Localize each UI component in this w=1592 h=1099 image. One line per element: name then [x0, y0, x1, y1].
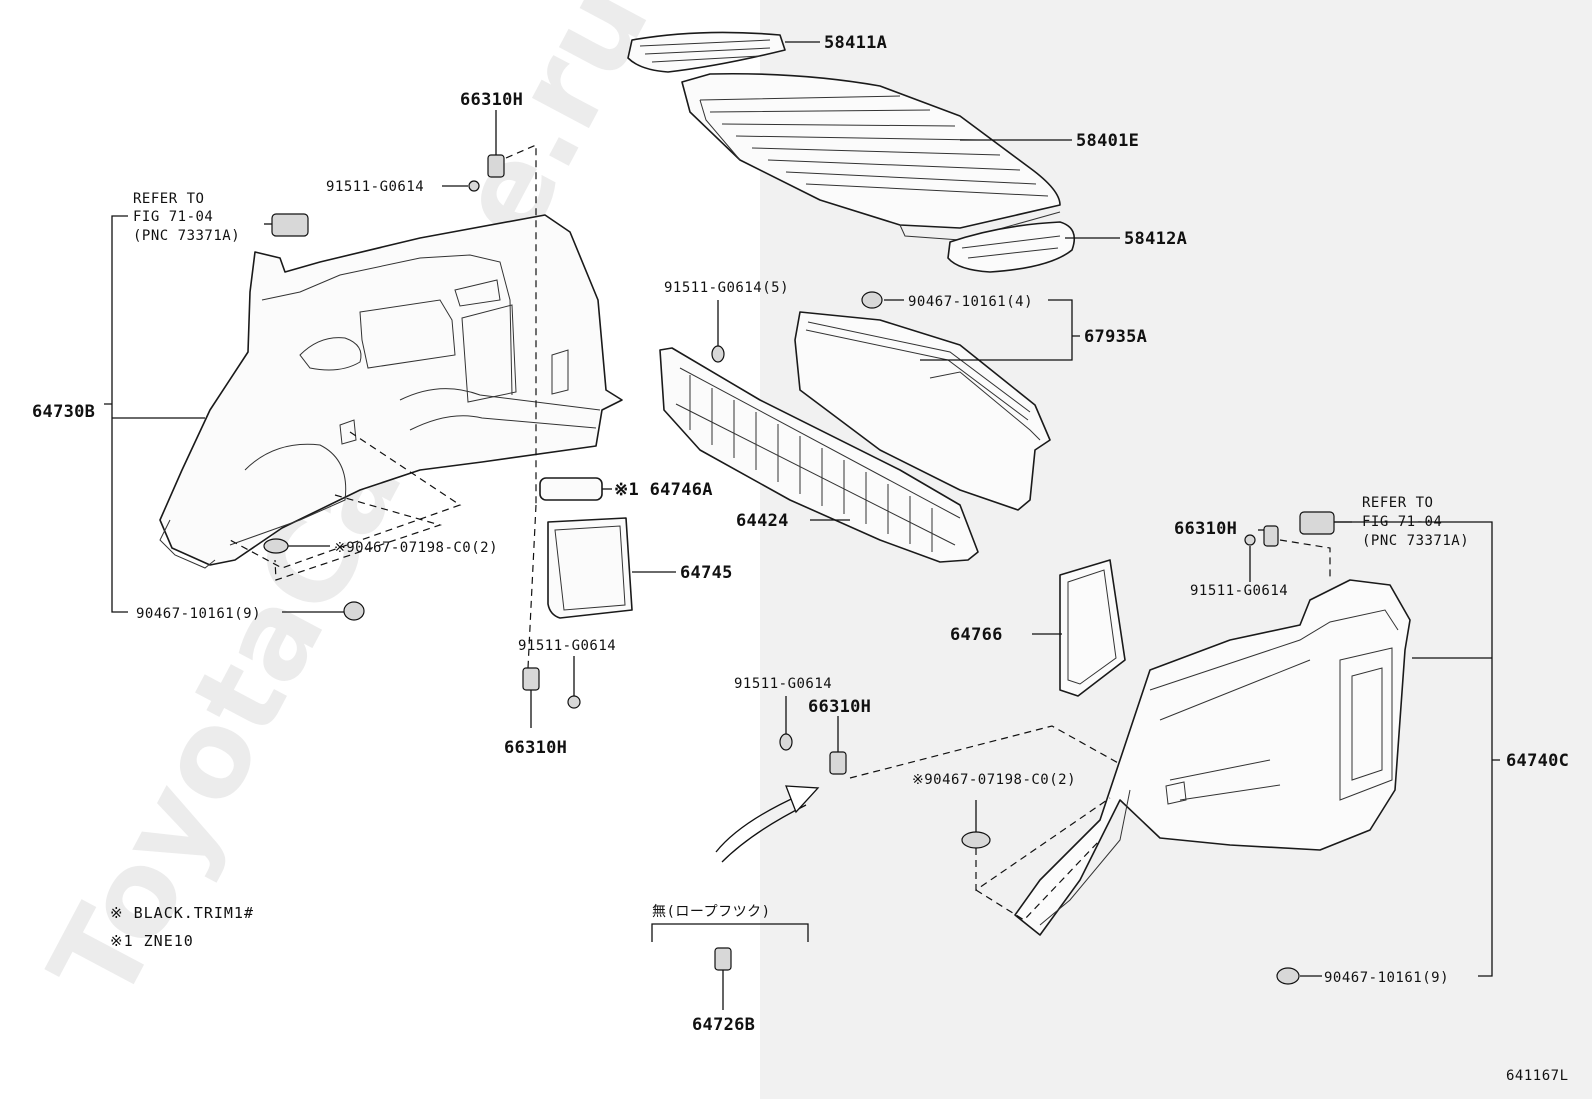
dash-right-3 [975, 797, 1111, 921]
label-64424: 64424 [736, 511, 789, 531]
part-64745 [547, 517, 633, 619]
clip-90467-07198-left [263, 538, 289, 554]
note-zne10: ※1 ZNE10 [110, 932, 194, 950]
part-64740C [1014, 579, 1411, 936]
clip-66310H-top [487, 154, 505, 178]
clip-66310H-right [1263, 525, 1279, 547]
label-90467-07198-left: ※90467-07198-C0(2) [334, 540, 498, 556]
bracket-67935A [920, 299, 1080, 361]
clip-66310H-mid [522, 667, 540, 691]
diagram-id: 641167L [1506, 1068, 1569, 1084]
label-refer-left-3: (PNC 73371A) [133, 228, 240, 244]
ref-bracket-right [1299, 511, 1335, 535]
label-91511-5: 91511-G0614(5) [664, 280, 789, 296]
label-64746A: ※1 64746A [614, 480, 713, 500]
label-refer-left-2: FIG 71-04 [133, 209, 213, 225]
bracket-64730B [104, 215, 205, 613]
label-rope-hook: 無(ロープフツク) [652, 904, 771, 920]
watermark: ToyotaCarLine.ru [23, 0, 676, 1023]
note-black-trim: ※ BLACK.TRIM1# [110, 904, 254, 922]
label-90467-10161-right: 90467-10161(9) [1324, 970, 1449, 986]
clip-90467-10161-left [343, 601, 365, 621]
label-90467-07198-right: ※90467-07198-C0(2) [912, 772, 1076, 788]
dash-left-2 [229, 431, 462, 569]
label-66310H-right: 66310H [1174, 519, 1237, 539]
label-90467-4: 90467-10161(4) [908, 294, 1033, 310]
clip-66310H-low [829, 751, 847, 775]
label-91511-low: 91511-G0614 [734, 676, 832, 692]
ref-bracket-left [271, 213, 309, 237]
label-91511-mid: 91511-G0614 [518, 638, 616, 654]
dash-right-1 [1279, 539, 1331, 580]
label-64745: 64745 [680, 563, 733, 583]
part-67935A [794, 311, 1051, 511]
label-58401E: 58401E [1076, 131, 1139, 151]
label-91511-right: 91511-G0614 [1190, 583, 1288, 599]
label-58411A: 58411A [824, 33, 887, 53]
label-refer-right-2: FIG 71-04 [1362, 514, 1442, 530]
label-64726B: 64726B [692, 1015, 755, 1035]
clip-90467-10161-right [1276, 967, 1300, 985]
part-64730B [159, 214, 623, 569]
clip-91511-5 [711, 345, 725, 363]
dash-left-3 [274, 494, 443, 581]
part-64726B [714, 947, 732, 971]
label-67935A: 67935A [1084, 327, 1147, 347]
part-58401E [681, 72, 1061, 241]
label-64740C: 64740C [1506, 751, 1569, 771]
part-58411A [627, 31, 786, 73]
bracket-64740C [1334, 521, 1500, 977]
label-64766: 64766 [950, 625, 1003, 645]
screw-91511-low [779, 733, 793, 751]
label-90467-10161-left: 90467-10161(9) [136, 606, 261, 622]
dash-right-2 [849, 725, 1121, 779]
direction-arrowhead [785, 785, 820, 814]
label-91511-top: 91511-G0614 [326, 179, 424, 195]
bracket-rope-hook [651, 923, 809, 942]
label-58412A: 58412A [1124, 229, 1187, 249]
part-64746A [539, 477, 603, 501]
label-refer-left-1: REFER TO [133, 191, 204, 207]
screw-91511-top [468, 180, 480, 192]
dash-left-1 [505, 144, 537, 669]
clip-90467-07198-right [961, 831, 991, 849]
part-58412A [947, 221, 1076, 273]
label-66310H-top: 66310H [460, 90, 523, 110]
part-64424 [659, 347, 979, 563]
label-refer-right-1: REFER TO [1362, 495, 1433, 511]
label-66310H-mid: 66310H [504, 738, 567, 758]
screw-91511-right [1244, 534, 1256, 546]
clip-90467-4 [861, 291, 883, 309]
part-64766 [1059, 559, 1126, 697]
label-64730B: 64730B [32, 402, 95, 422]
label-66310H-low: 66310H [808, 697, 871, 717]
label-refer-right-3: (PNC 73371A) [1362, 533, 1469, 549]
screw-91511-mid [567, 695, 581, 709]
